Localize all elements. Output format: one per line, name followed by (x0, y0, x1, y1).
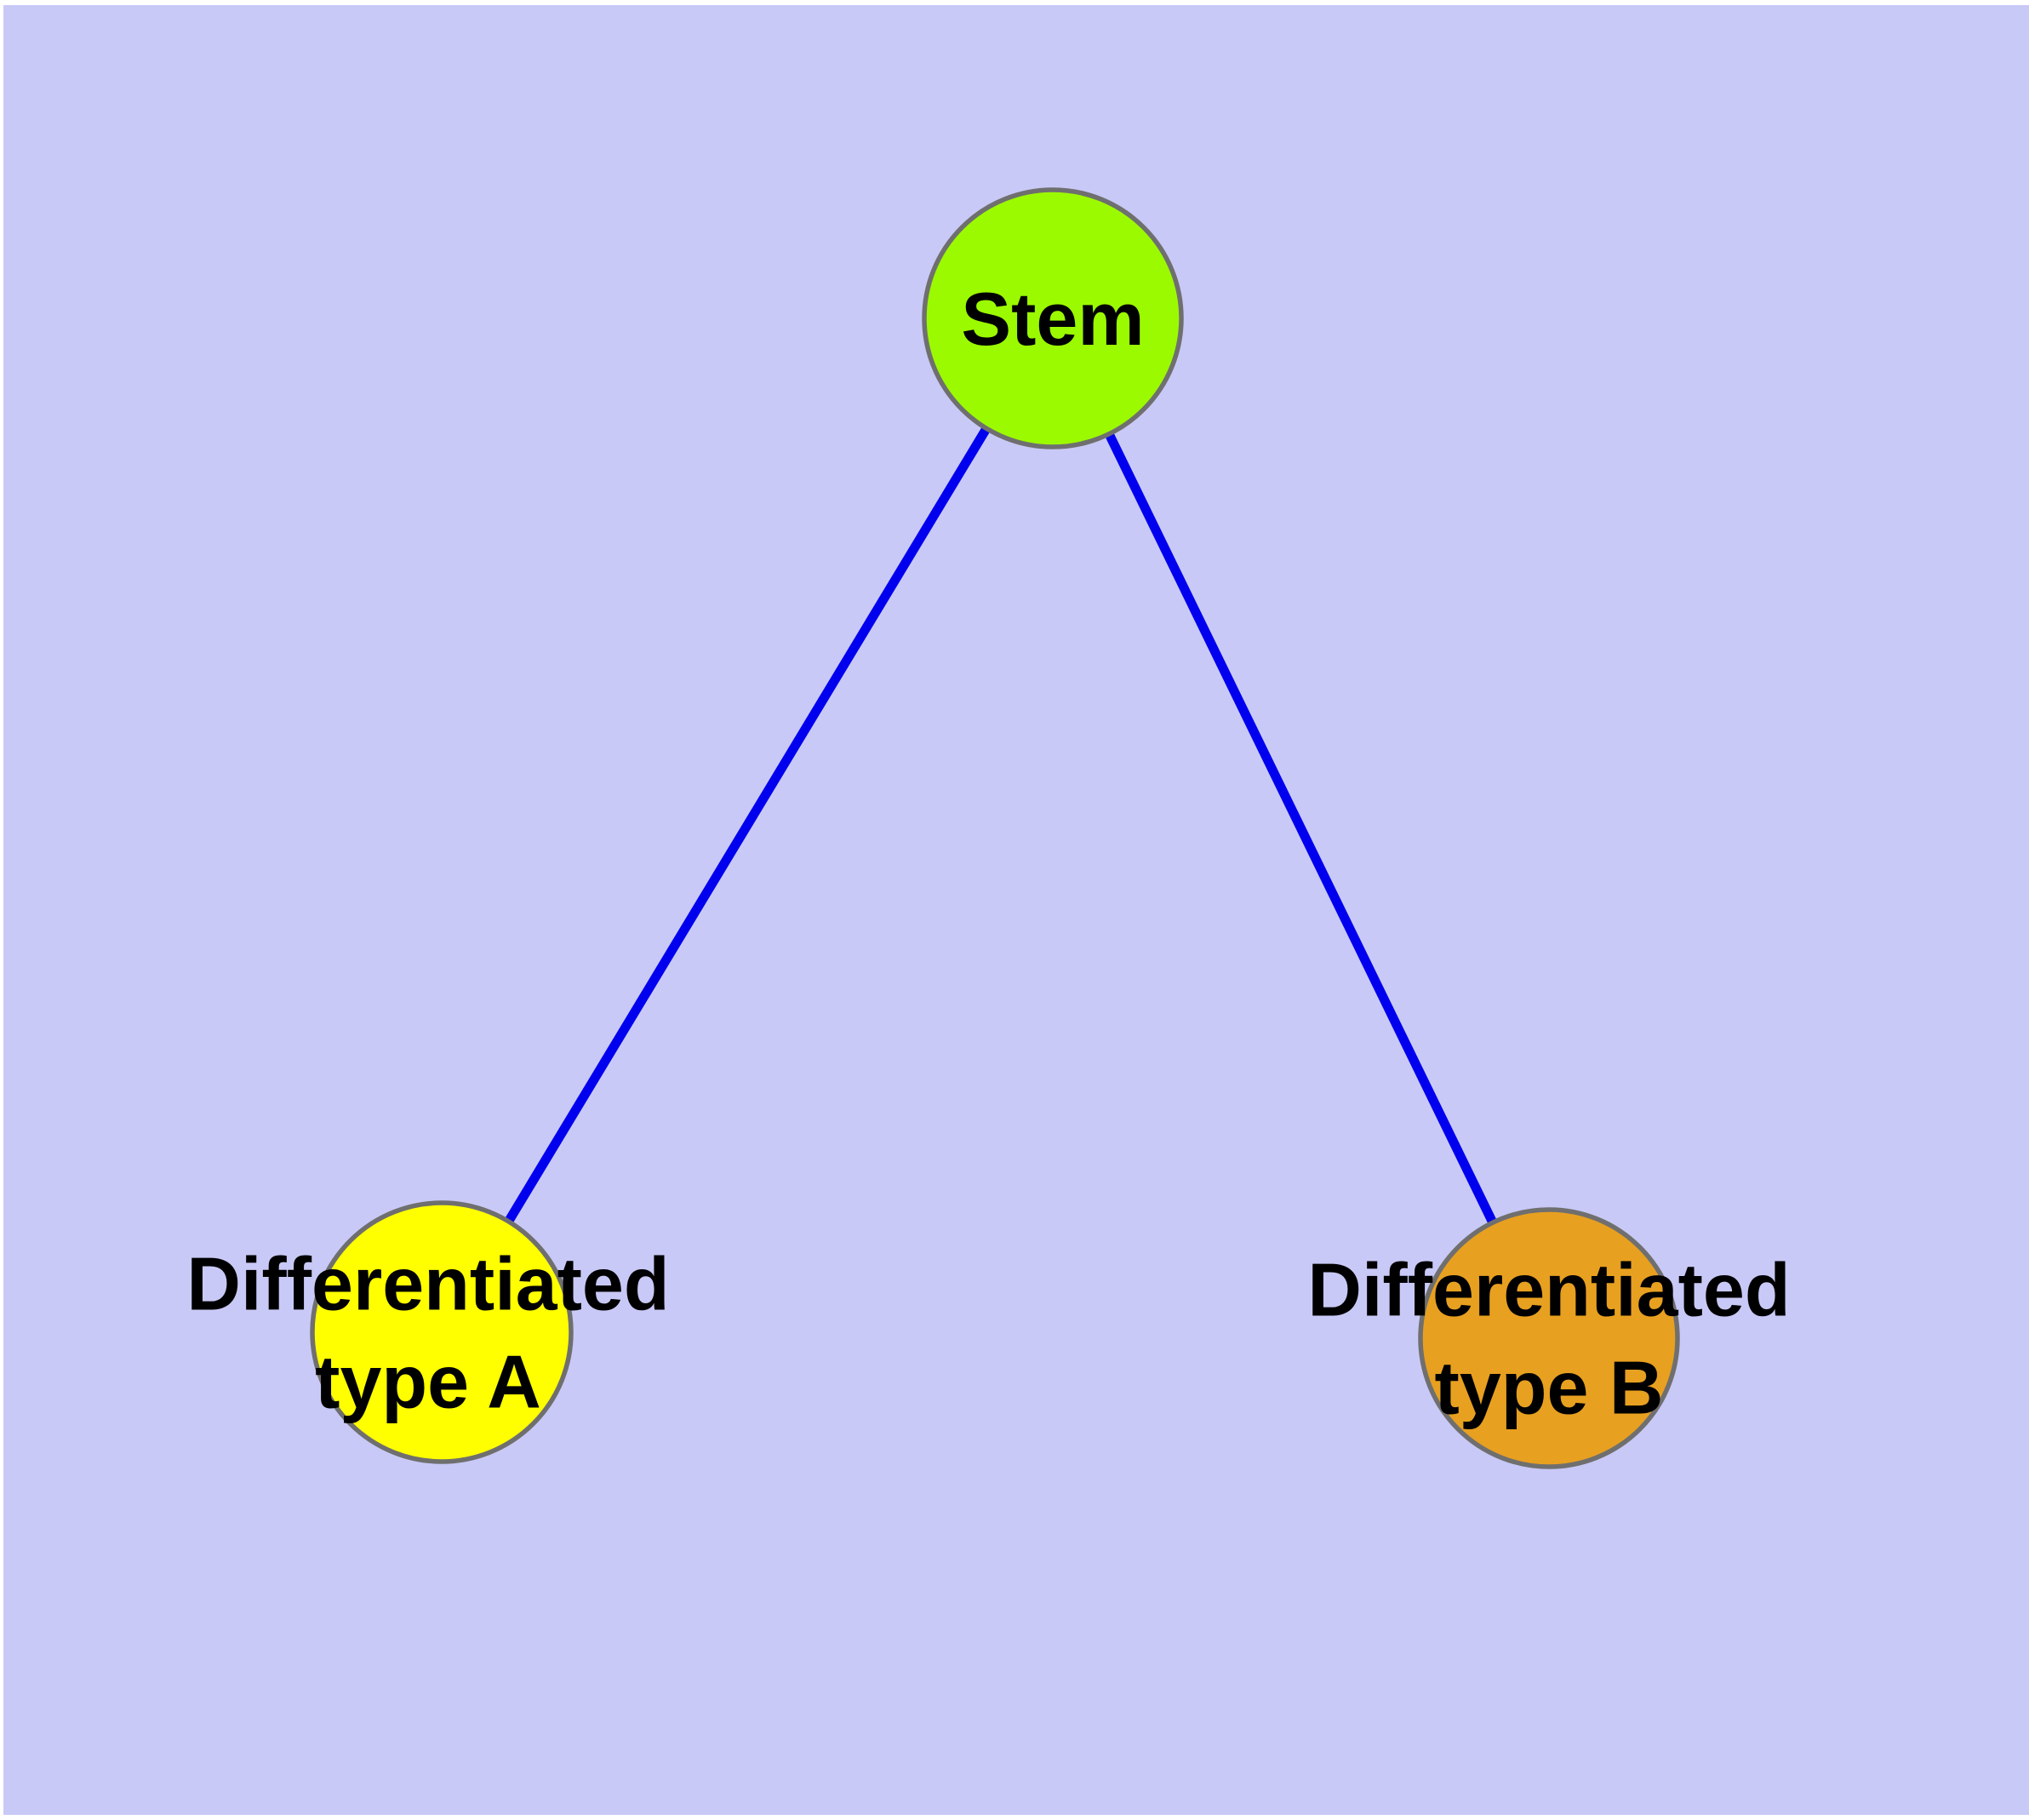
node-label-line-type-a-1: type A (315, 1340, 541, 1424)
node-circle-stem (922, 187, 1184, 449)
node-label-line-type-a-0: Differentiated (186, 1242, 669, 1326)
node-label-type-a: Differentiated type A (186, 1242, 669, 1424)
node-stem: Stem (922, 187, 1184, 449)
node-type-b: Differentiated type B (1307, 1207, 1791, 1469)
edge-stem-type-a (437, 316, 1057, 1335)
edges-layer (437, 316, 1553, 1341)
node-type-a: Differentiated type A (186, 1200, 670, 1464)
node-label-stem: Stem (961, 277, 1144, 361)
node-circle-type-b (1418, 1207, 1680, 1469)
node-circle-type-a (310, 1200, 574, 1464)
edge-stem-type-b (1049, 316, 1553, 1341)
node-label-line-type-b-0: Differentiated (1307, 1248, 1790, 1332)
node-label-line-type-b-1: type B (1435, 1346, 1664, 1430)
node-label-line-stem-0: Stem (961, 277, 1144, 361)
node-label-type-b: Differentiated type B (1307, 1248, 1790, 1430)
